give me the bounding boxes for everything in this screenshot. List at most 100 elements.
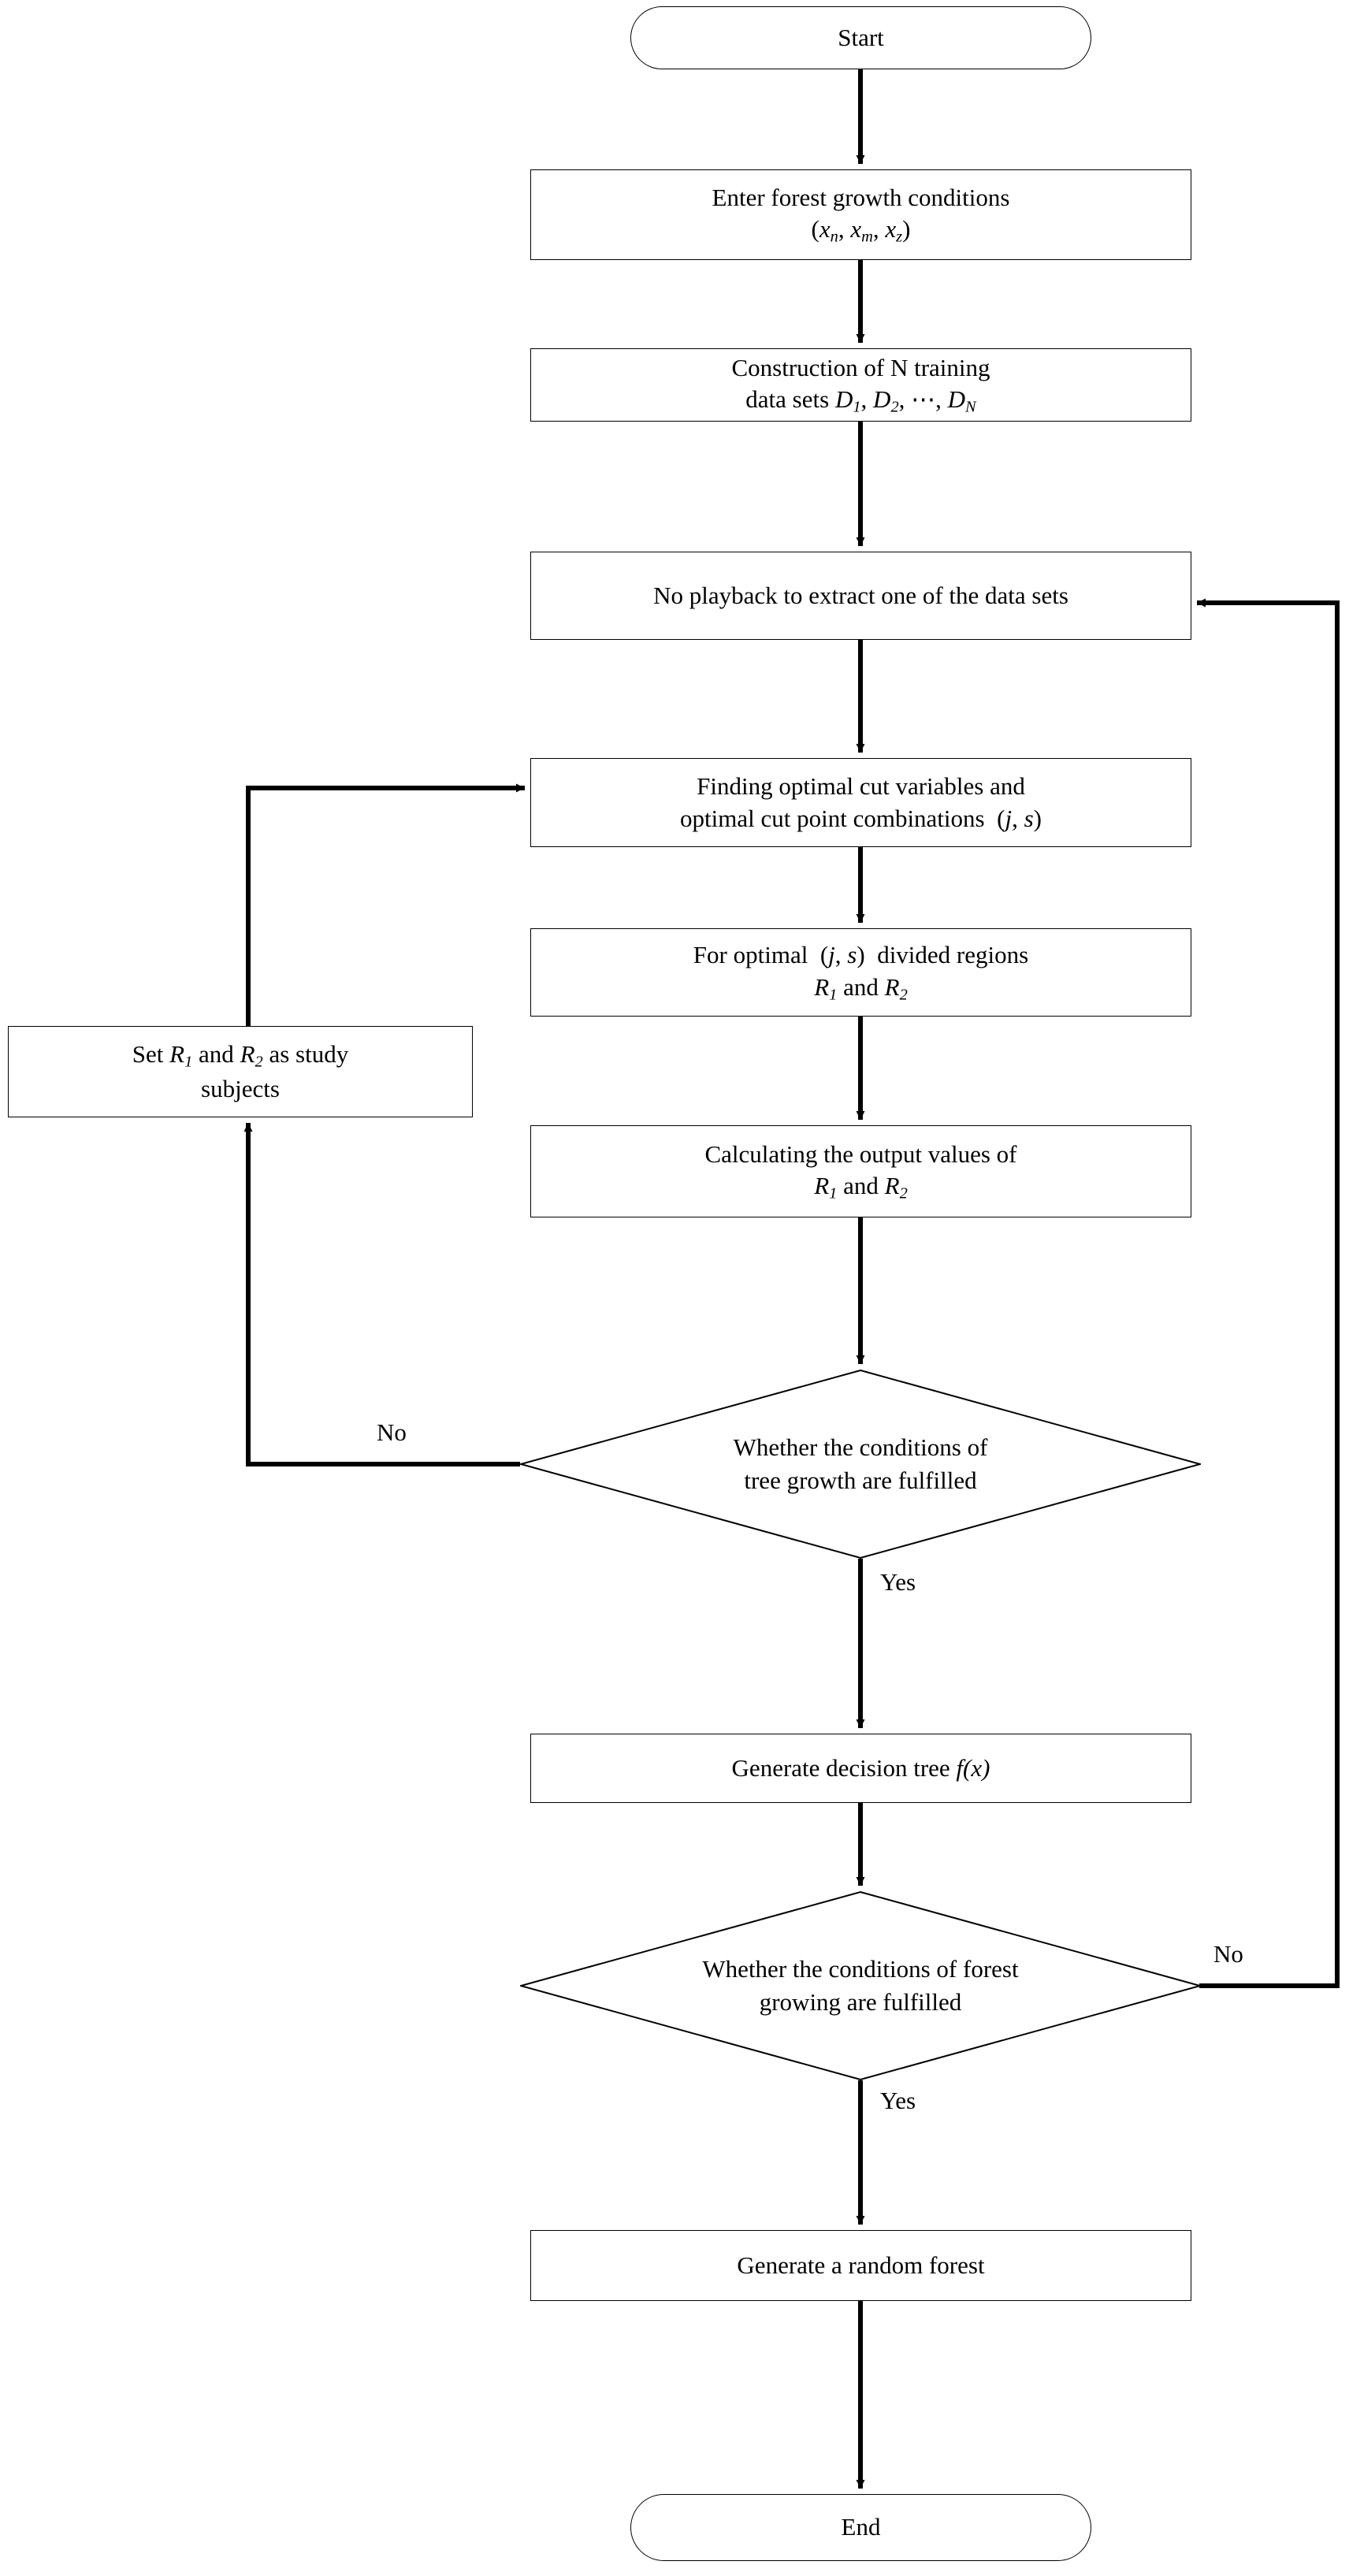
edge-label-tree-yes: Yes <box>880 1568 916 1597</box>
node-divided-regions-text: For optimal (j, s) divided regions R1 an… <box>693 939 1028 1005</box>
data-sets-prefix: data sets <box>745 385 830 413</box>
edge-decision2-no-to-noplayback <box>1196 598 1340 1988</box>
var-R-2b: R <box>240 1040 255 1069</box>
enter-conditions-line1: Enter forest growth conditions <box>712 183 1010 211</box>
sub-R2a: 2 <box>899 986 908 1004</box>
var-j-1: j <box>1005 804 1013 832</box>
sub-z: z <box>896 228 903 246</box>
divided-line1a: For optimal <box>693 941 808 969</box>
var-D-N: D <box>947 385 966 413</box>
node-construction-training-sets[interactable]: Construction of N training data sets D1,… <box>530 348 1191 422</box>
decision1-line2: tree growth are fulfilled <box>744 1466 977 1494</box>
var-s-1: s <box>1024 804 1034 832</box>
node-start-label: Start <box>838 23 884 51</box>
decision2-line1: Whether the conditions of forest <box>702 1955 1019 1983</box>
paren-close-js-2: ) <box>857 941 865 969</box>
edge-label-tree-yes-text: Yes <box>880 1568 916 1596</box>
comma-5: , <box>935 385 942 413</box>
var-R-1c: R <box>814 1172 830 1199</box>
node-finding-optimal-cut-text: Finding optimal cut variables and optima… <box>680 771 1042 835</box>
edge-label-forest-yes: Yes <box>880 2087 916 2115</box>
node-construction-training-sets-text: Construction of N training data sets D1,… <box>731 352 990 418</box>
sub-m: m <box>861 228 873 246</box>
node-end-label: End <box>841 2513 881 2541</box>
finding-optimal-line1: Finding optimal cut variables and <box>697 772 1025 801</box>
paren-close: ) <box>902 215 911 243</box>
node-end[interactable]: End <box>630 2494 1091 2561</box>
paren-open-js-1: ( <box>997 804 1005 832</box>
divided-line1b: divided regions <box>877 941 1029 969</box>
paren-open: ( <box>811 215 819 243</box>
sub-2: 2 <box>890 398 899 416</box>
edge-decision1-no-to-setstudy <box>243 1122 520 1466</box>
var-R-1a: R <box>814 972 830 1001</box>
paren-close-js-1: ) <box>1033 804 1042 832</box>
comma-6: , <box>1012 804 1018 832</box>
node-no-playback-extract[interactable]: No playback to extract one of the data s… <box>530 552 1191 640</box>
decision2-line2: growing are fulfilled <box>759 1988 962 2016</box>
set-study-line1b: and <box>199 1040 234 1069</box>
node-set-study-subjects[interactable]: Set R1 and R2 as study subjects <box>8 1026 473 1117</box>
comma-3: , <box>860 385 868 413</box>
node-start[interactable]: Start <box>630 6 1091 69</box>
node-decision-forest-growth[interactable]: Whether the conditions of forest growing… <box>520 1891 1201 2080</box>
edge-setstudy-to-finding <box>246 783 526 1026</box>
finding-optimal-line2a: optimal cut point combinations <box>680 804 985 832</box>
decision1-diamond-shape <box>520 1370 1201 1559</box>
sub-R1a: 1 <box>829 986 838 1004</box>
comma-7: , <box>834 941 842 969</box>
edge-label-tree-no-text: No <box>377 1418 407 1446</box>
and-2: and <box>843 1172 879 1199</box>
node-no-playback-extract-label: No playback to extract one of the data s… <box>653 581 1068 609</box>
var-R-2a: R <box>884 972 900 1001</box>
sub-R1c: 1 <box>829 1184 838 1203</box>
node-finding-optimal-cut[interactable]: Finding optimal cut variables and optima… <box>530 758 1191 847</box>
decision2-diamond-shape <box>520 1891 1201 2080</box>
node-generate-random-forest[interactable]: Generate a random forest <box>530 2230 1191 2301</box>
sub-R2c: 2 <box>899 1184 908 1203</box>
comma-1: , <box>838 215 845 243</box>
calculating-line1: Calculating the output values of <box>704 1139 1017 1168</box>
node-set-study-subjects-text: Set R1 and R2 as study subjects <box>132 1039 348 1105</box>
edge-label-forest-no-text: No <box>1213 1940 1243 1968</box>
var-j-2: j <box>828 941 835 969</box>
node-generate-decision-tree[interactable]: Generate decision tree f(x) <box>530 1734 1191 1803</box>
node-divided-regions[interactable]: For optimal (j, s) divided regions R1 an… <box>530 928 1191 1017</box>
edge-label-forest-yes-text: Yes <box>880 2087 916 2114</box>
node-generate-decision-tree-text: Generate decision tree f(x) <box>732 1753 990 1784</box>
sub-1: 1 <box>853 398 861 416</box>
decision1-line1: Whether the conditions of <box>733 1433 988 1462</box>
sub-R2b: 2 <box>255 1053 263 1071</box>
node-decision-forest-growth-text: Whether the conditions of forest growing… <box>702 1953 1018 2018</box>
and-1: and <box>843 972 879 1001</box>
node-generate-random-forest-label: Generate a random forest <box>737 2251 985 2279</box>
construction-line1: Construction of N training <box>731 353 990 381</box>
edge-label-tree-no: No <box>377 1418 407 1447</box>
set-study-line2: subjects <box>201 1074 280 1102</box>
var-x-m: x <box>850 215 862 243</box>
var-x-n: x <box>819 215 831 243</box>
comma-2: , <box>872 215 879 243</box>
set-study-line1c: as study <box>269 1040 349 1069</box>
sub-N: N <box>965 398 976 416</box>
sub-n: n <box>830 228 838 246</box>
sub-R1b: 1 <box>184 1053 193 1071</box>
edge-label-forest-no: No <box>1213 1940 1243 1968</box>
node-decision-tree-growth-text: Whether the conditions of tree growth ar… <box>734 1431 988 1496</box>
node-enter-forest-conditions-text: Enter forest growth conditions (xn, xm, … <box>712 182 1010 248</box>
var-D-1: D <box>834 385 853 413</box>
paren-open-js-2: ( <box>819 941 829 969</box>
var-R-1b: R <box>169 1040 185 1069</box>
set-study-line1a: Set <box>132 1040 164 1069</box>
node-calculating-output-values-text: Calculating the output values of R1 and … <box>704 1139 1016 1205</box>
node-decision-tree-growth[interactable]: Whether the conditions of tree growth ar… <box>520 1370 1201 1559</box>
generate-tree-line1a: Generate decision tree <box>731 1753 950 1782</box>
var-R-2c: R <box>884 1172 900 1199</box>
node-calculating-output-values[interactable]: Calculating the output values of R1 and … <box>530 1125 1191 1217</box>
generate-tree-fx: f(x) <box>956 1753 990 1782</box>
node-enter-forest-conditions[interactable]: Enter forest growth conditions (xn, xm, … <box>530 169 1191 260</box>
ellipsis-icon: ⋯ <box>911 385 936 413</box>
var-x-z: x <box>885 215 897 243</box>
comma-4: , <box>898 385 905 413</box>
